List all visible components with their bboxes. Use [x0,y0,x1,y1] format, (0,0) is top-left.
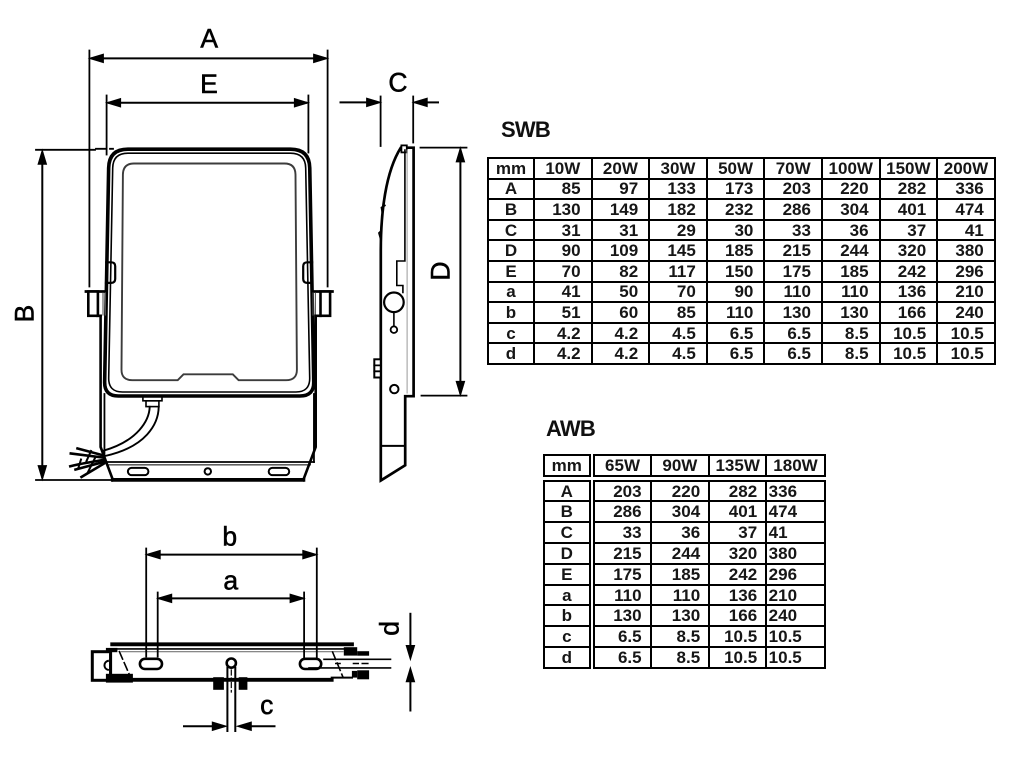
svg-text:E: E [200,69,218,99]
svg-text:c: c [260,690,273,720]
svg-text:a: a [223,565,238,595]
svg-text:D: D [426,261,456,280]
svg-text:d: d [375,621,405,636]
svg-text:B: B [9,305,39,323]
svg-text:A: A [200,23,218,53]
svg-text:b: b [222,521,237,551]
svg-text:C: C [388,67,407,97]
